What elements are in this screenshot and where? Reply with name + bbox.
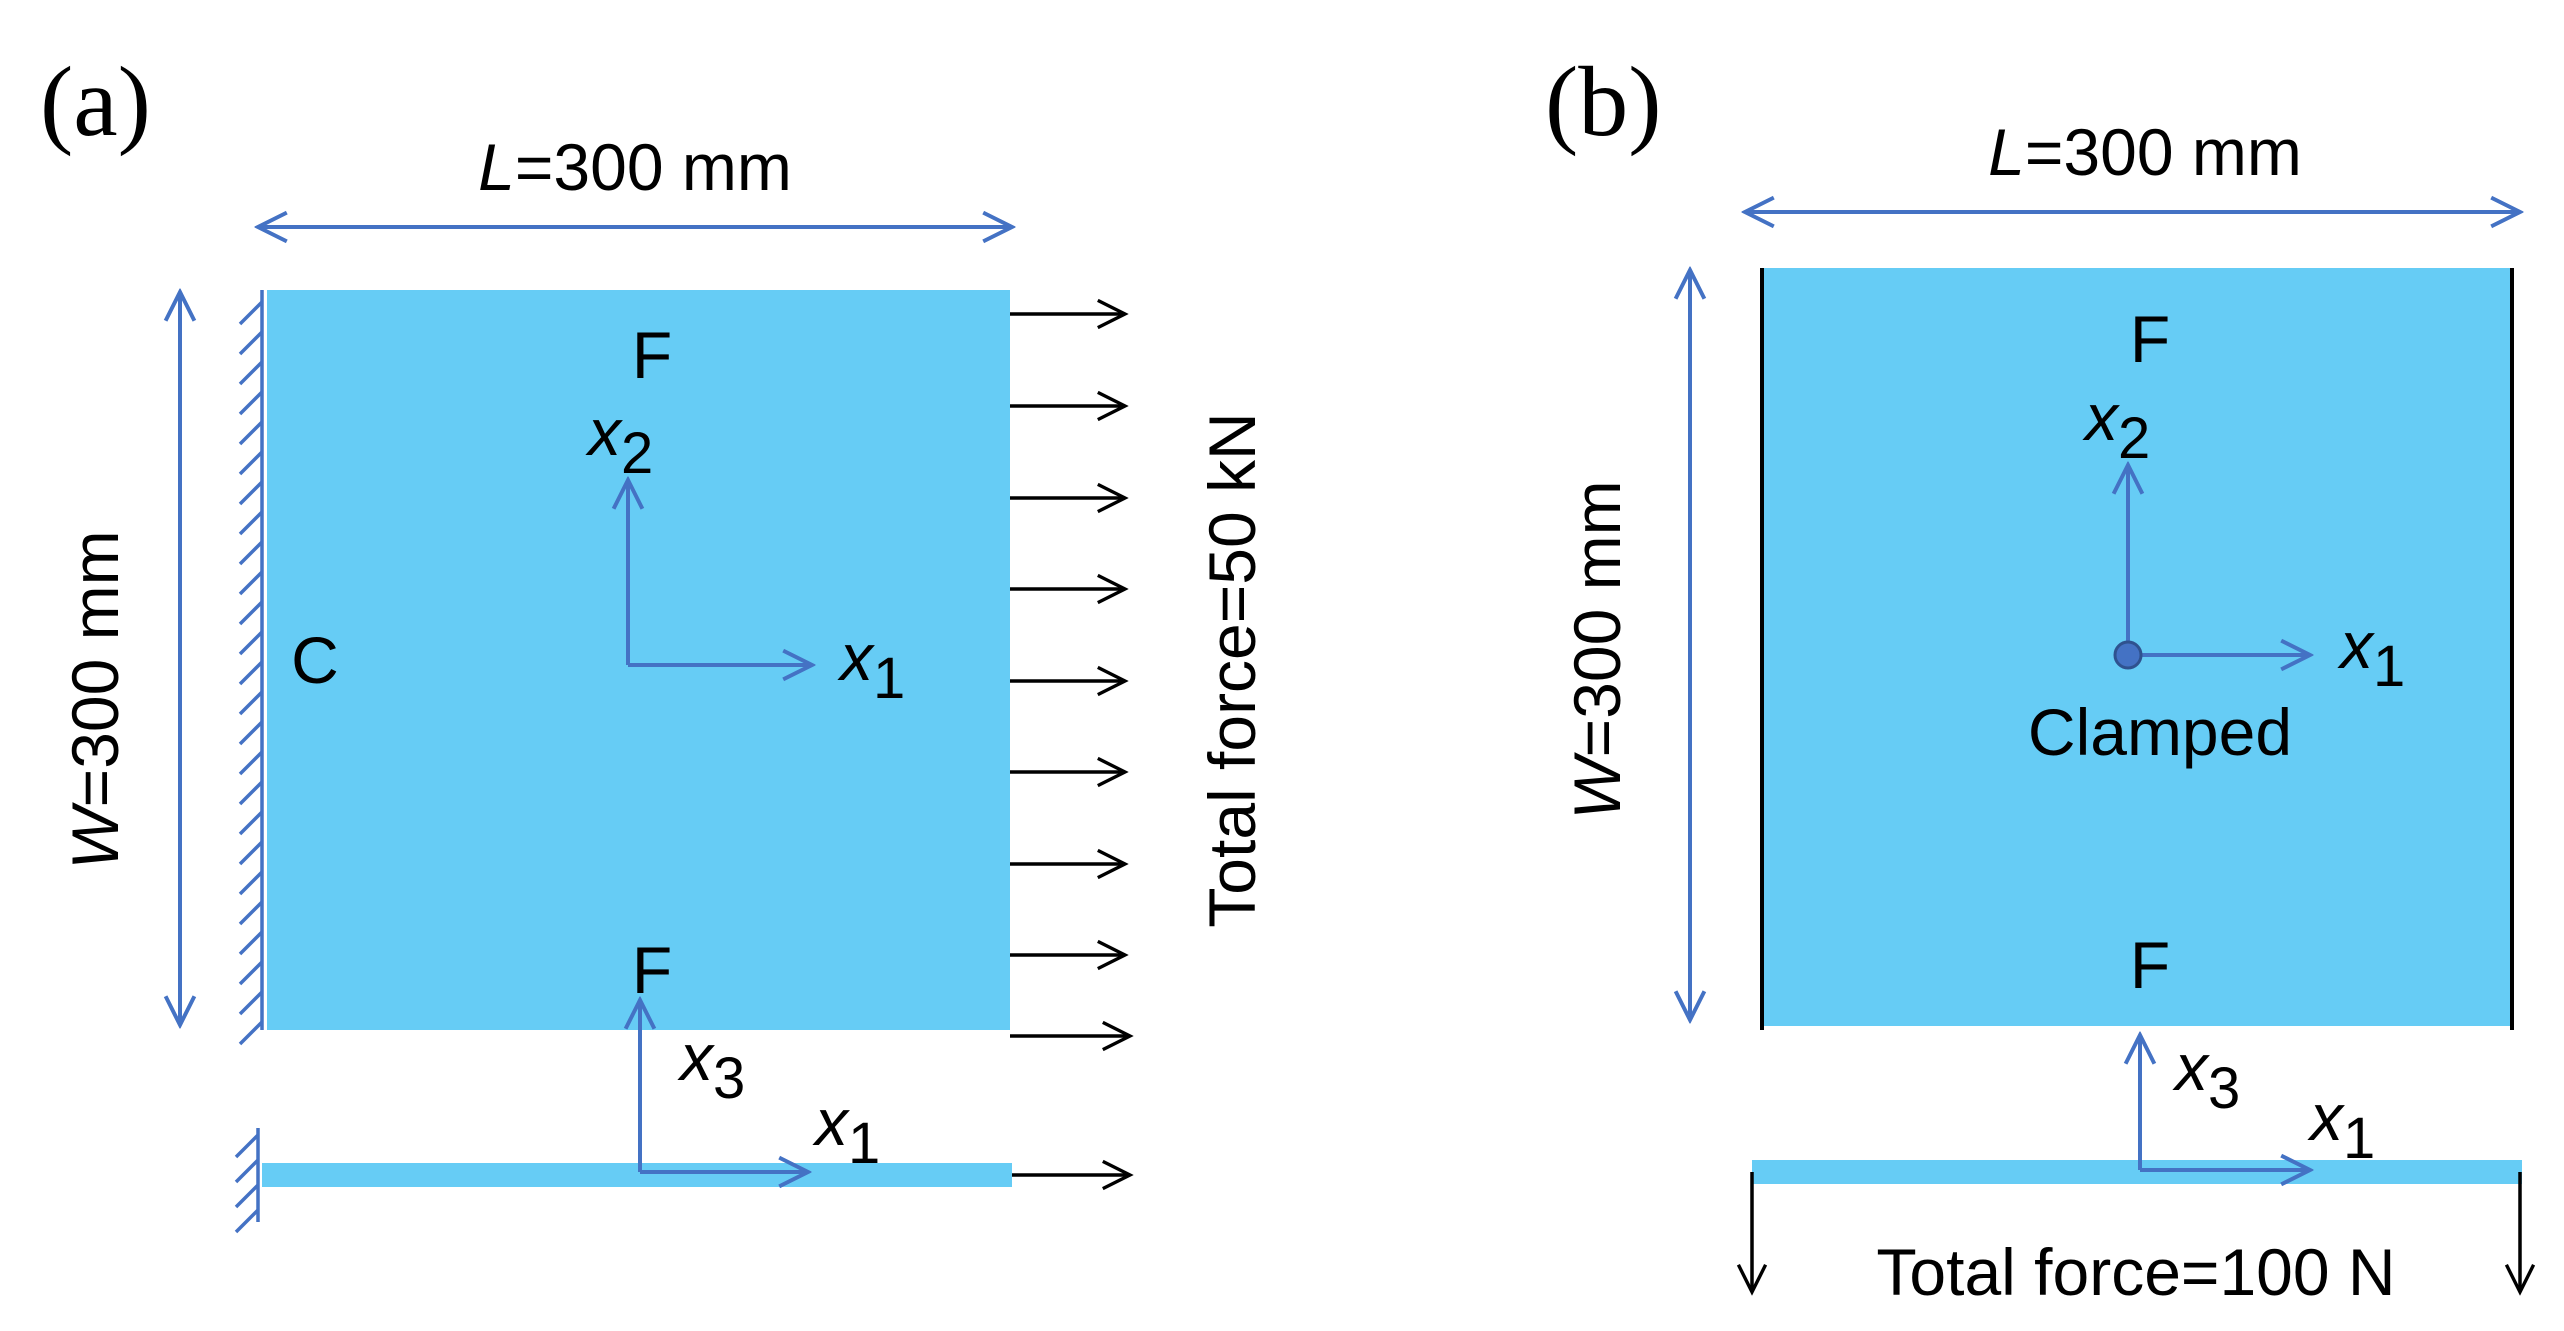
side-axis-x3-label: x3 (677, 1020, 745, 1111)
width-label: W=300 mm (1560, 480, 1634, 819)
side-axis-x1-label: x1 (812, 1085, 880, 1176)
edge-free-bottom: F (632, 933, 672, 1007)
panel-a: (a) L=300 mm W=300 mm F F C x2 x1 (40, 46, 1269, 1234)
plate-side-view (1752, 1160, 2522, 1184)
force-label: Total force=50 kN (1195, 412, 1269, 927)
clamped-label: Clamped (2028, 695, 2292, 769)
axis-x1-label: x1 (2337, 608, 2405, 699)
side-clamp-hatch (234, 1128, 260, 1234)
clamp-hatch (238, 290, 264, 1046)
edge-free-top: F (2130, 302, 2170, 376)
length-label: L=300 mm (1988, 115, 2302, 189)
edge-clamped-left: C (291, 623, 339, 697)
plate-side-view (262, 1163, 1012, 1187)
edge-free-bottom: F (2130, 928, 2170, 1002)
panel-b: (b) L=300 mm W=300 mm F F x2 x1 Clamped … (1545, 46, 2522, 1309)
clamped-point (2113, 640, 2143, 670)
traction-arrows (1010, 314, 1130, 1036)
edge-free-top: F (632, 318, 672, 392)
length-label: L=300 mm (478, 130, 792, 204)
panel-a-label: (a) (40, 46, 151, 157)
side-axis-x3-label: x3 (2172, 1030, 2240, 1121)
plate-top-view (267, 290, 1010, 1030)
width-label: W=300 mm (58, 530, 132, 869)
panel-b-label: (b) (1545, 46, 1662, 157)
axis-x2-label: x2 (585, 395, 653, 486)
axis-x1-label: x1 (837, 620, 905, 711)
side-axis-x1-label: x1 (2307, 1080, 2375, 1171)
force-label: Total force=100 N (1876, 1235, 2395, 1309)
axis-x2-label: x2 (2082, 380, 2150, 471)
